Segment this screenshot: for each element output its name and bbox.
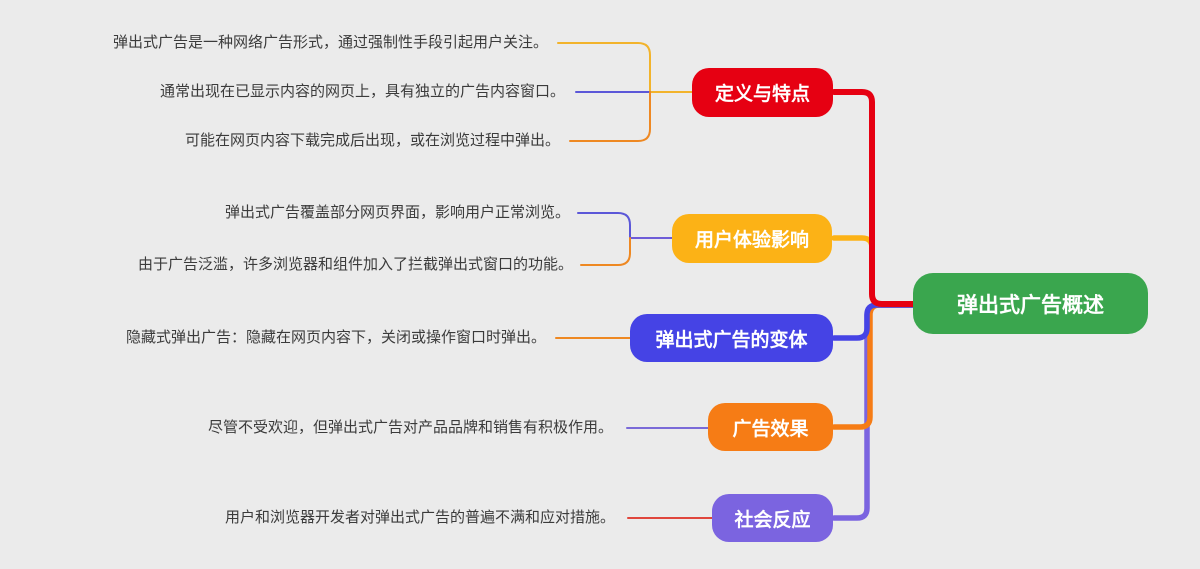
- topic-label-social: 社会反应: [734, 509, 811, 531]
- root-label: 弹出式广告概述: [957, 293, 1104, 317]
- leaf-variant-1[interactable]: 隐藏式弹出广告：隐藏在网页内容下，关闭或操作窗口时弹出。: [125, 329, 546, 346]
- leaf-social-1[interactable]: 用户和浏览器开发者对弹出式广告的普遍不满和应对措施。: [224, 509, 615, 526]
- leaf-ux-2[interactable]: 由于广告泛滥，许多浏览器和组件加入了拦截弹出式窗口的功能。: [137, 256, 573, 273]
- leaf-line-ux-2: [580, 237, 631, 266]
- leaf-def-3[interactable]: 可能在网页内容下载完成后出现，或在浏览过程中弹出。: [184, 132, 560, 149]
- topic-node-effect[interactable]: 广告效果: [708, 403, 833, 451]
- leaf-line-def-3: [569, 91, 651, 142]
- root-node[interactable]: 弹出式广告概述: [913, 273, 1148, 334]
- topic-label-effect: 广告效果: [732, 418, 809, 440]
- topic-label-definition: 定义与特点: [714, 84, 810, 105]
- topic-label-ux: 用户体验影响: [694, 230, 809, 251]
- topic-node-definition[interactable]: 定义与特点: [692, 68, 833, 117]
- leaf-line-def-1: [557, 42, 651, 93]
- topic-label-variant: 弹出式广告的变体: [655, 329, 808, 351]
- topic-node-variant[interactable]: 弹出式广告的变体: [630, 314, 833, 362]
- branch-line-definition: [831, 89, 916, 307]
- leaf-def-1[interactable]: 弹出式广告是一种网络广告形式，通过强制性手段引起用户关注。: [112, 34, 548, 51]
- topic-node-ux[interactable]: 用户体验影响: [672, 214, 832, 263]
- leaf-line-ux-1: [577, 212, 631, 239]
- topic-node-social[interactable]: 社会反应: [712, 494, 833, 542]
- leaf-def-2[interactable]: 通常出现在已显示内容的网页上，具有独立的广告内容窗口。: [159, 83, 565, 100]
- leaf-effect-1[interactable]: 尽管不受欢迎，但弹出式广告对产品品牌和销售有积极作用。: [207, 419, 613, 436]
- branch-line-effect: [831, 302, 916, 430]
- branch-line-variant: [831, 302, 916, 341]
- leaf-ux-1[interactable]: 弹出式广告覆盖部分网页界面，影响用户正常浏览。: [224, 204, 570, 221]
